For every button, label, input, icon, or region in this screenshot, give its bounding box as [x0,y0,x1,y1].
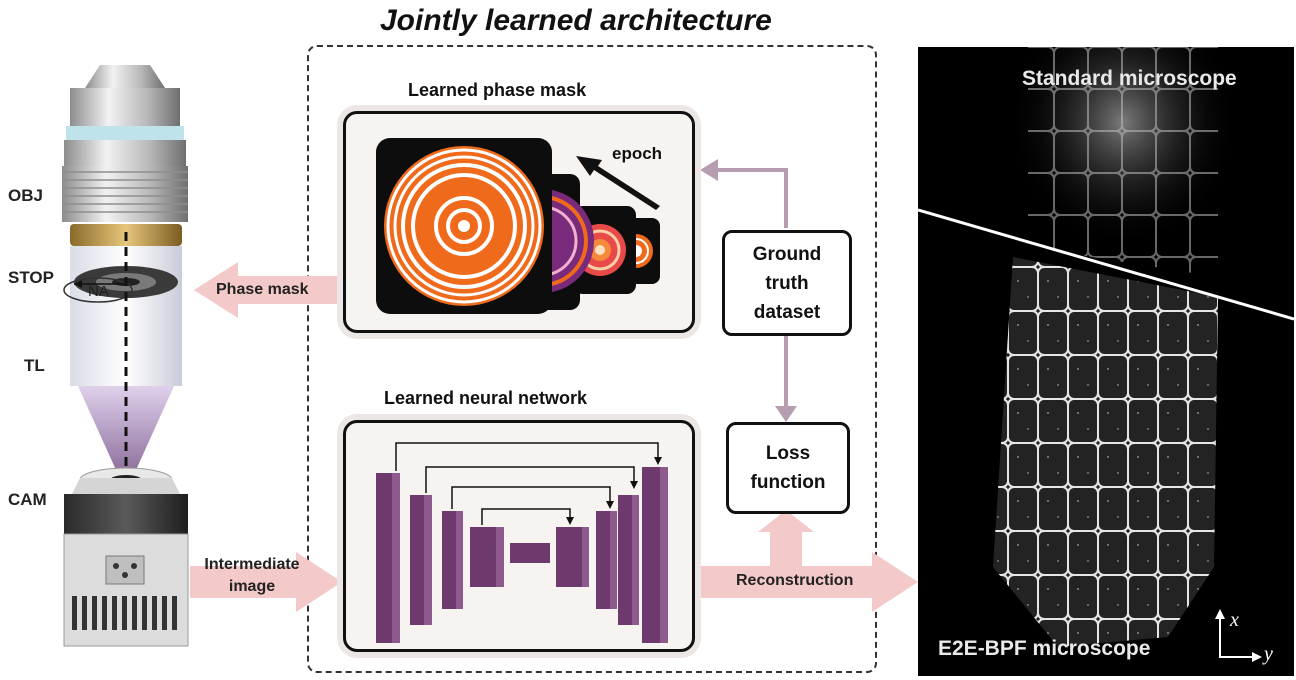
phase-mask-panel: epoch [343,111,695,333]
y-axis-label: y [1264,643,1273,665]
ground-truth-dataset-box: Ground truth dataset [722,230,852,336]
diagram-title: Jointly learned architecture [380,4,772,37]
loss-function-box: Loss function [726,422,850,514]
camera-body [63,467,189,647]
reconstruction-arrow [694,552,918,612]
objective-lens [62,65,188,246]
epoch-label: epoch [612,144,663,163]
stop-label: STOP [8,268,54,287]
architecture-frame [307,45,877,673]
obj-label: OBJ [8,186,43,205]
e2e-bpf-microscope-label: E2E-BPF microscope [938,637,1151,660]
neural-network-panel [343,420,695,652]
reconstruction-arrow-label: Reconstruction [736,572,854,589]
standard-microscope-label: Standard microscope [1022,67,1237,90]
x-axis-label: x [1230,609,1239,631]
na-label: NA [88,283,109,300]
phase-mask-panel-label: Learned phase mask [408,80,587,100]
network-panel-label: Learned neural network [384,388,588,408]
microscopy-result-image: Standard microscope E2E-BPF microscope x… [918,47,1294,676]
cell-image [918,47,1294,662]
loss-feedback-arrow [758,510,814,566]
intermediate-image-arrow [190,552,342,612]
phase-mask-arrow-label: Phase mask [216,281,309,298]
cam-label: CAM [8,490,47,509]
unet-diagram [376,442,668,643]
phase-mask-stack [376,138,660,314]
tl-label: TL [24,356,45,375]
ground-truth-connectors [716,168,788,410]
intermediate-image-label: Intermediate image [204,556,300,595]
phase-mask-arrow [194,262,338,318]
